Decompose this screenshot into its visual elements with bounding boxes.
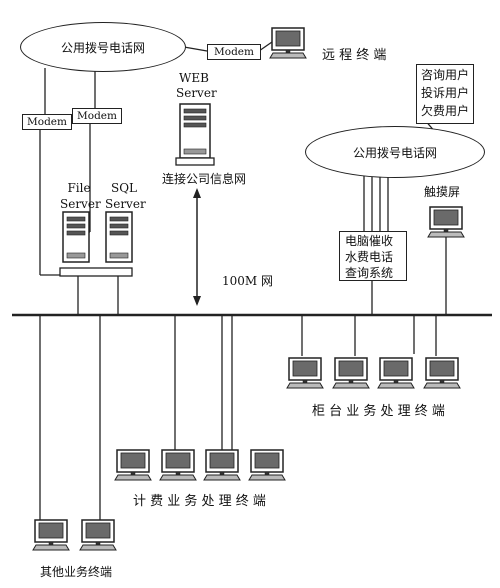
counter-terminal-2-screen: [338, 360, 364, 377]
remote-terminal-keyboard: [269, 52, 307, 59]
user-type-3: 欠费用户: [421, 104, 470, 118]
web-server-bay: [183, 115, 207, 121]
modem-remote-label: Modem: [214, 46, 254, 58]
payment-line-2: 水费电话: [345, 250, 394, 264]
file-server-label-1: File: [67, 181, 91, 195]
sql-server-bay: [109, 216, 129, 222]
touchscreen-label: 触摸屏: [424, 185, 461, 199]
counter-terminal-1-keyboard: [286, 382, 324, 389]
remote-terminal-screen: [275, 30, 301, 47]
web-server-label-2: Server: [176, 86, 217, 100]
server-hub: [59, 267, 133, 277]
arrow-head-up: [193, 188, 201, 198]
other-terminal-1-screen: [38, 522, 64, 539]
payment-line-1: 电脑催收: [345, 234, 394, 248]
billing-terminal-1-keyboard: [114, 474, 152, 481]
modem-remote: Modem: [207, 44, 261, 60]
other-terminal-1-keyboard: [32, 544, 70, 551]
counter-terminal-4-keyboard: [423, 382, 461, 389]
payment-line-3: 查询系统: [345, 266, 394, 280]
sql-server-label-1: SQL: [110, 181, 138, 195]
billing-terminal-4-screen: [254, 452, 280, 469]
billing-terminal-3-keyboard: [203, 474, 241, 481]
file-server-bay: [66, 216, 86, 222]
link-network-modem-remote: [183, 46, 208, 52]
counter-terminal-2-keyboard: [332, 382, 370, 389]
counter-terminals-label: 柜 台 业 务 处 理 终 端: [312, 404, 445, 419]
modem-left2-label: Modem: [77, 110, 117, 122]
web-server-bay: [183, 108, 207, 114]
billing-terminal-3-screen: [209, 452, 235, 469]
billing-terminal-1-screen: [120, 452, 146, 469]
payment-system-box: 电脑催收 水费电话 查询系统: [339, 231, 407, 281]
counter-terminal-3-screen: [383, 360, 409, 377]
network-top-label: 公用拨号电话网: [60, 40, 145, 55]
web-server-bay: [183, 122, 207, 128]
sql-server-panel: [109, 252, 129, 259]
file-server-label: File Server: [60, 181, 101, 211]
other-terminals-label: 其他业务终端: [40, 565, 113, 579]
file-server-bay: [66, 223, 86, 229]
billing-terminals-label: 计 费 业 务 处 理 终 端: [133, 494, 266, 509]
web-server-label: WEB Server: [176, 71, 217, 100]
network-right: 公用拨号电话网: [305, 126, 485, 178]
touchscreen-terminal-screen: [433, 209, 459, 226]
file-server-label-2: Server: [60, 197, 101, 211]
touchscreen-terminal-keyboard: [427, 231, 465, 238]
web-link-label: 连接公司信息网: [162, 172, 247, 186]
arrow-head-down: [193, 296, 201, 306]
file-server-panel: [66, 252, 86, 259]
billing-terminal-4-keyboard: [248, 474, 286, 481]
user-types-box: 咨询用户 投诉用户 欠费用户: [416, 64, 474, 124]
other-terminal-2-screen: [85, 522, 111, 539]
sql-server-label-2: Server: [105, 197, 146, 211]
billing-terminal-2-keyboard: [159, 474, 197, 481]
web-server-base: [175, 157, 215, 166]
web-server-label-1: WEB: [179, 71, 209, 85]
billing-terminal-2-screen: [165, 452, 191, 469]
modem-left1: Modem: [22, 114, 72, 130]
counter-terminal-1-screen: [292, 360, 318, 377]
bandwidth-label: 100M 网: [222, 274, 274, 288]
sql-server-bay: [109, 223, 129, 229]
user-type-1: 咨询用户: [421, 68, 470, 82]
other-terminal-2-keyboard: [79, 544, 117, 551]
file-server-bay: [66, 230, 86, 236]
modem-left2: Modem: [72, 108, 122, 124]
sql-server-bay: [109, 230, 129, 236]
link-modem-remote-terminal: [258, 41, 273, 52]
network-top: 公用拨号电话网: [20, 22, 186, 72]
user-type-2: 投诉用户: [421, 86, 470, 100]
web-server-panel: [183, 148, 207, 155]
network-right-label: 公用拨号电话网: [352, 145, 437, 160]
sql-server-label: SQL Server: [105, 181, 146, 211]
remote-terminal-label: 远 程 终 端: [322, 48, 387, 63]
counter-terminal-3-keyboard: [377, 382, 415, 389]
modem-left1-label: Modem: [27, 116, 67, 128]
counter-terminal-4-screen: [429, 360, 455, 377]
